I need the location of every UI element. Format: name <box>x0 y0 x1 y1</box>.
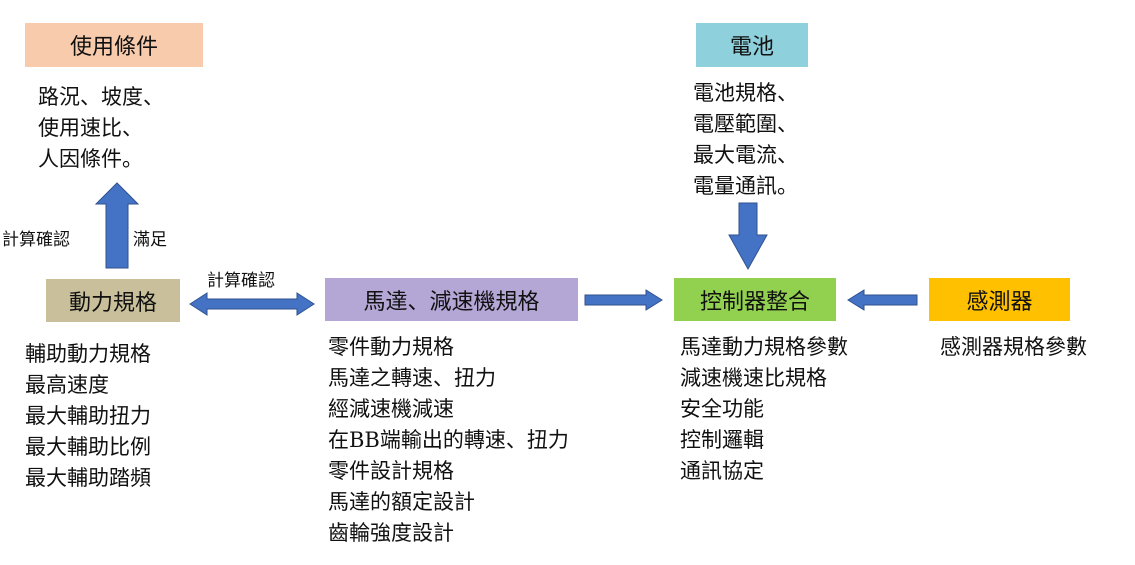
left-arrow-sensor-to-control <box>847 289 918 311</box>
usage-box: 使用條件 <box>25 23 203 67</box>
list-item: 通訊協定 <box>680 459 764 483</box>
usage-box-label: 使用條件 <box>69 35 158 60</box>
down-arrow-battery-to-control <box>728 202 768 271</box>
list-item: 電壓範圍、 <box>693 112 798 136</box>
list-item: 感測器規格參數 <box>940 335 1087 359</box>
control-box-label: 控制器整合 <box>699 289 810 315</box>
motor-box-label: 馬達、減速機規格 <box>363 289 540 315</box>
list-item: 電量通訊。 <box>693 174 798 198</box>
power-list: 輔助動力規格 最高速度 最大輔助扭力 最大輔助比例 最大輔助踏頻 <box>25 339 151 494</box>
list-item: 零件設計規格 <box>328 459 454 483</box>
arrow-label-calc-confirm-vertical: 計算確認 <box>2 230 70 250</box>
battery-box: 電池 <box>696 23 808 67</box>
list-item: 最大輔助踏頻 <box>25 466 151 490</box>
battery-list: 電池規格、 電壓範圍、 最大電流、 電量通訊。 <box>693 78 798 202</box>
list-item: 經減速機減速 <box>328 397 454 421</box>
up-arrow-power-to-usage <box>94 182 140 269</box>
list-item: 最大電流、 <box>693 143 798 167</box>
sensor-box: 感測器 <box>929 278 1070 321</box>
list-item: 最高速度 <box>25 373 109 397</box>
usage-list: 路況、坡度、 使用速比、 人因條件。 <box>38 82 164 175</box>
double-arrow-power-motor <box>189 292 315 316</box>
sensor-box-label: 感測器 <box>966 289 1033 315</box>
list-item: 最大輔助扭力 <box>25 404 151 428</box>
list-item: 最大輔助比例 <box>25 435 151 459</box>
arrow-label-satisfy: 滿足 <box>133 230 167 250</box>
list-item: 電池規格、 <box>693 81 798 105</box>
list-item: 馬達的額定設計 <box>328 490 475 514</box>
list-item: 馬達之轉速、扭力 <box>328 366 496 390</box>
power-box: 動力規格 <box>46 279 180 322</box>
list-item: 零件動力規格 <box>328 335 454 359</box>
control-box: 控制器整合 <box>674 278 836 321</box>
sensor-list: 感測器規格參數 <box>940 332 1087 363</box>
list-item: 減速機速比規格 <box>680 366 827 390</box>
motor-box: 馬達、減速機規格 <box>325 278 578 321</box>
list-item: 人因條件。 <box>38 147 143 171</box>
list-item: 安全功能 <box>680 397 764 421</box>
list-item: 輔助動力規格 <box>25 342 151 366</box>
right-arrow-motor-to-control <box>584 289 663 311</box>
control-list: 馬達動力規格參數 減速機速比規格 安全功能 控制邏輯 通訊協定 <box>680 332 848 487</box>
list-item: 使用速比、 <box>38 116 143 140</box>
arrow-label-calc-confirm-horizontal: 計算確認 <box>207 271 275 291</box>
list-item: 路況、坡度、 <box>38 85 164 109</box>
motor-list: 零件動力規格 馬達之轉速、扭力 經減速機減速 在BB端輸出的轉速、扭力 零件設計… <box>328 332 569 549</box>
list-item: 齒輪強度設計 <box>328 521 454 545</box>
list-item: 控制邏輯 <box>680 428 764 452</box>
battery-box-label: 電池 <box>729 35 774 60</box>
power-box-label: 動力規格 <box>68 290 157 316</box>
list-item: 在BB端輸出的轉速、扭力 <box>328 428 569 452</box>
list-item: 馬達動力規格參數 <box>680 335 848 359</box>
